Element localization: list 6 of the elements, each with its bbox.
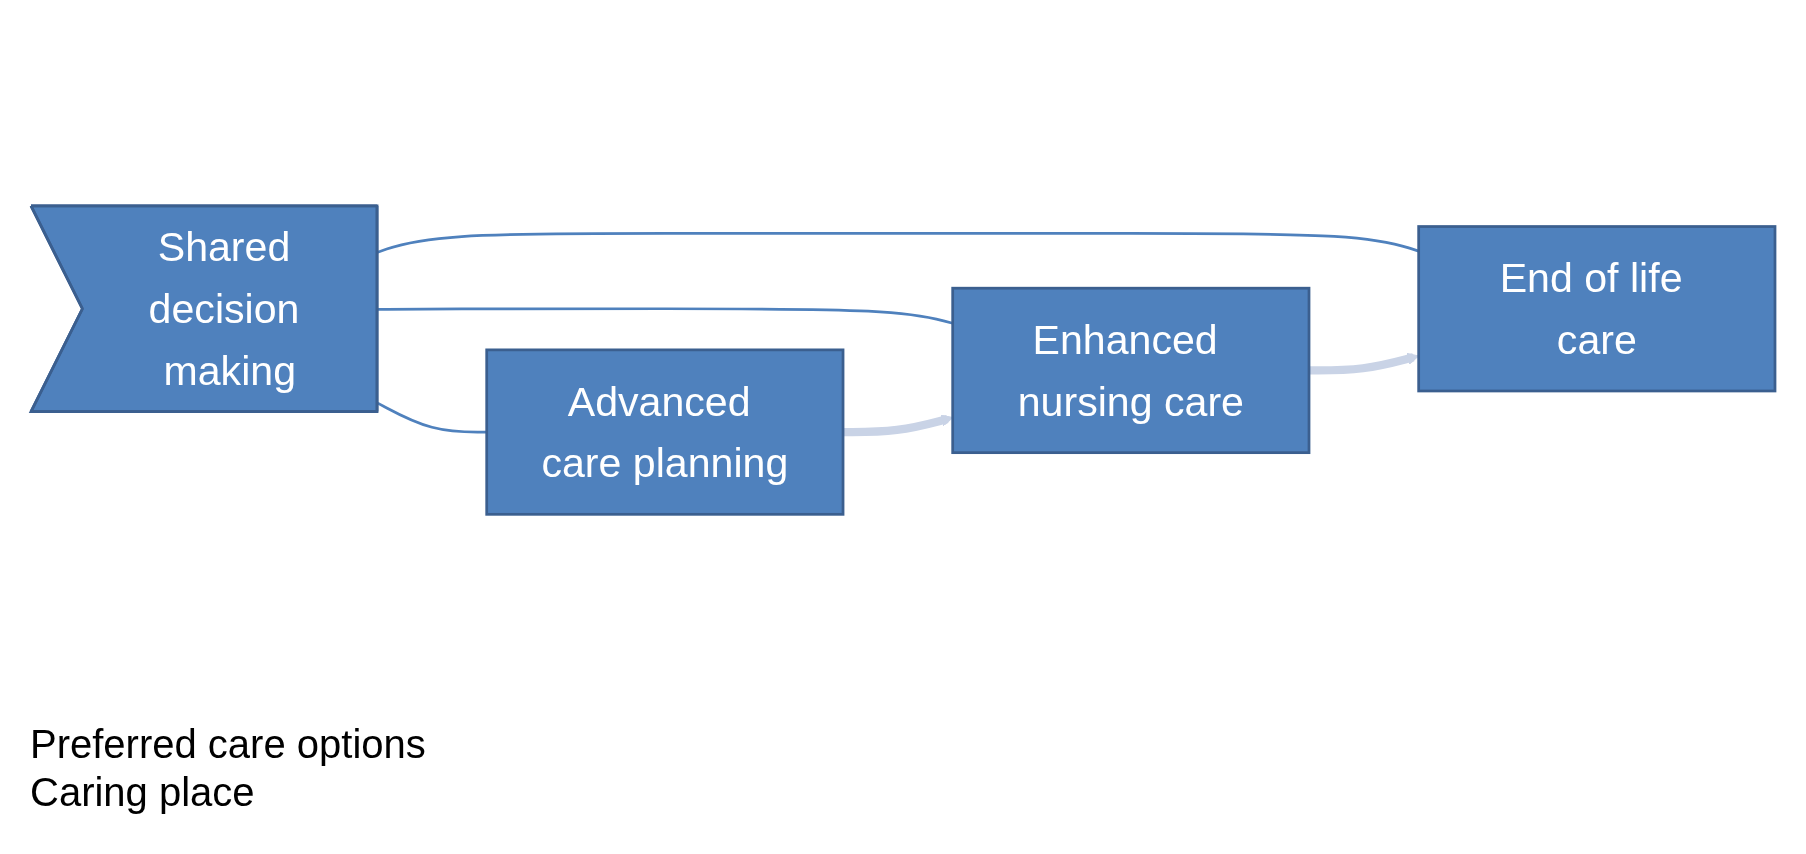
note-text: Caring place [30,769,255,816]
node-box: Enhanced nursing care [951,286,1311,454]
connector [377,401,487,434]
node-box: End of life care [1417,225,1777,393]
note-text: Preferred care options [30,721,426,768]
node-box: Advanced care planning [485,348,845,516]
